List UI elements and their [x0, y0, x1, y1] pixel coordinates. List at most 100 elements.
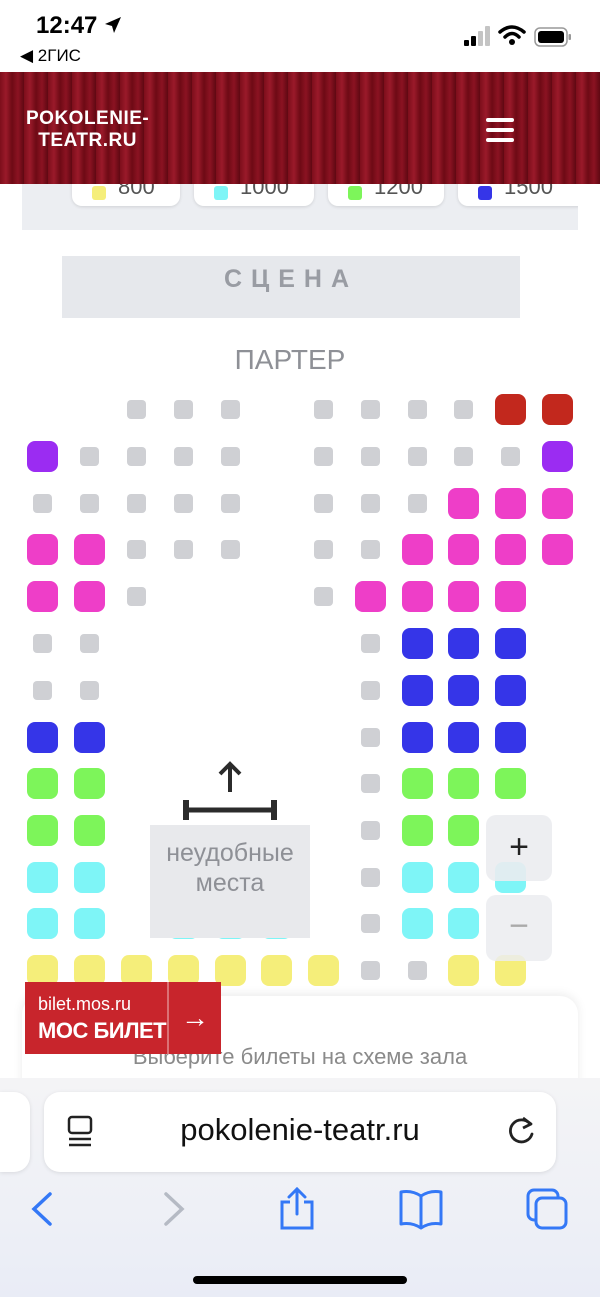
legend-chip-1500[interactable]: 1500 [458, 184, 578, 206]
seat-available-purple[interactable] [26, 440, 58, 472]
seat-available-blue[interactable] [494, 674, 526, 706]
seat-taken [360, 913, 380, 933]
seat-available-magenta[interactable] [26, 533, 58, 565]
status-bar: 12:47 ◀ 2ГИС [0, 0, 600, 72]
seat-available-green[interactable] [73, 767, 105, 799]
seat-available-green[interactable] [494, 767, 526, 799]
seat-available-blue[interactable] [494, 627, 526, 659]
legend-chip-1200[interactable]: 1200 [328, 184, 444, 206]
seat-taken [126, 399, 146, 419]
seat-taken [407, 493, 427, 513]
seat-taken [126, 446, 146, 466]
mos-bilet-promo[interactable]: bilet.mos.ru МОС БИЛЕТ → [25, 982, 221, 1054]
seat-available-yellow[interactable] [260, 954, 292, 986]
home-indicator [193, 1276, 407, 1284]
seat-available-green[interactable] [73, 814, 105, 846]
seat-available-blue[interactable] [447, 627, 479, 659]
address-bar[interactable] [44, 1092, 556, 1172]
legend-price: 1200 [374, 184, 423, 199]
seat-taken [407, 399, 427, 419]
seat-taken [360, 539, 380, 559]
back-to-app-link[interactable]: ◀ 2ГИС [20, 46, 81, 65]
seat-available-blue[interactable] [401, 721, 433, 753]
seat-available-magenta[interactable] [447, 580, 479, 612]
seat-available-yellow[interactable] [26, 954, 58, 986]
seat-taken [407, 960, 427, 980]
seat-available-green[interactable] [26, 767, 58, 799]
uncomfortable-seats-area [150, 825, 310, 938]
seat-available-yellow[interactable] [120, 954, 152, 986]
hamburger-menu-icon[interactable] [486, 118, 514, 142]
seat-available-magenta[interactable] [494, 580, 526, 612]
site-logo[interactable]: POKOLENIE- TEATR.RU [26, 108, 150, 151]
seat-available-yellow[interactable] [447, 954, 479, 986]
seat-available-cyan[interactable] [401, 907, 433, 939]
seat-available-green[interactable] [447, 767, 479, 799]
seat-taken [173, 493, 193, 513]
address-bar-url[interactable]: pokolenie-teatr.ru [180, 1112, 420, 1147]
seat-available-blue[interactable] [401, 674, 433, 706]
seat-available-blue[interactable] [494, 721, 526, 753]
seat-available-magenta[interactable] [494, 487, 526, 519]
seat-available-red[interactable] [494, 393, 526, 425]
seat-available-magenta[interactable] [494, 533, 526, 565]
seat-available-magenta[interactable] [447, 487, 479, 519]
seat-available-cyan[interactable] [401, 861, 433, 893]
reader-mode-icon[interactable] [66, 1114, 96, 1148]
back-icon[interactable] [20, 1186, 66, 1232]
seat-available-green[interactable] [447, 814, 479, 846]
seat-available-cyan[interactable] [447, 907, 479, 939]
seat-available-magenta[interactable] [354, 580, 386, 612]
seat-taken [360, 960, 380, 980]
stage-label: СЦЕНА [62, 256, 520, 318]
seat-available-blue[interactable] [26, 721, 58, 753]
seat-available-blue[interactable] [447, 721, 479, 753]
seat-available-purple[interactable] [541, 440, 573, 472]
seat-available-blue[interactable] [447, 674, 479, 706]
zoom-out-button[interactable]: − [486, 895, 552, 961]
seat-available-cyan[interactable] [73, 861, 105, 893]
seat-available-magenta[interactable] [541, 487, 573, 519]
seat-available-magenta[interactable] [73, 580, 105, 612]
seat-available-magenta[interactable] [541, 533, 573, 565]
seat-taken [360, 820, 380, 840]
seat-available-green[interactable] [401, 767, 433, 799]
previous-tab[interactable] [0, 1092, 30, 1172]
seat-taken [79, 493, 99, 513]
seat-available-cyan[interactable] [447, 861, 479, 893]
seat-available-blue[interactable] [401, 627, 433, 659]
seat-available-magenta[interactable] [73, 533, 105, 565]
seat-available-cyan[interactable] [26, 861, 58, 893]
tabs-icon[interactable] [524, 1186, 570, 1232]
seat-available-yellow[interactable] [307, 954, 339, 986]
seat-taken [313, 493, 333, 513]
seat-available-magenta[interactable] [447, 533, 479, 565]
seat-taken [360, 399, 380, 419]
seat-taken [313, 446, 333, 466]
seat-taken [313, 586, 333, 606]
seat-available-blue[interactable] [73, 721, 105, 753]
legend-chip-1000[interactable]: 1000 [194, 184, 314, 206]
share-icon[interactable] [274, 1186, 320, 1232]
arrow-right-icon[interactable]: → [181, 1002, 209, 1033]
reload-icon[interactable] [504, 1114, 538, 1148]
forward-icon[interactable] [150, 1186, 196, 1232]
seat-available-magenta[interactable] [26, 580, 58, 612]
seat-available-magenta[interactable] [401, 580, 433, 612]
seat-taken [407, 446, 427, 466]
seat-available-yellow[interactable] [73, 954, 105, 986]
seat-available-magenta[interactable] [401, 533, 433, 565]
seat-available-cyan[interactable] [26, 907, 58, 939]
seat-taken [500, 446, 520, 466]
legend-chip-800[interactable]: 800 [72, 184, 180, 206]
seat-available-green[interactable] [401, 814, 433, 846]
legend-price: 800 [118, 184, 155, 199]
seat-available-red[interactable] [541, 393, 573, 425]
zoom-in-button[interactable]: + [486, 815, 552, 881]
seat-available-yellow[interactable] [167, 954, 199, 986]
bookmarks-icon[interactable] [398, 1186, 444, 1232]
seat-available-yellow[interactable] [214, 954, 246, 986]
seat-taken [79, 680, 99, 700]
seat-available-green[interactable] [26, 814, 58, 846]
seat-available-cyan[interactable] [73, 907, 105, 939]
